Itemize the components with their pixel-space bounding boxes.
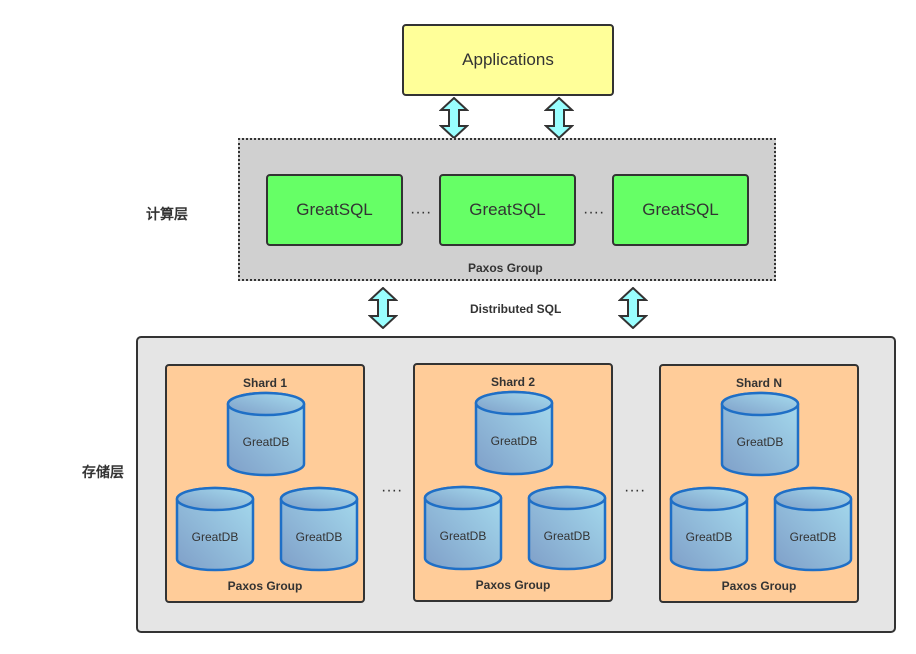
shard-title: Shard 2 (490, 375, 535, 389)
database-icon (669, 486, 749, 572)
greatsql-node-label: GreatSQL (296, 200, 373, 219)
shard: Shard 2 GreatDB GreatDB GreatDB Paxos Gr… (413, 363, 613, 602)
shard-paxos-group-label: Paxos Group (721, 579, 797, 593)
database-cylinder: GreatDB (773, 486, 853, 572)
compute-paxos-group-label: Paxos Group (468, 261, 543, 275)
database-cylinder: GreatDB (175, 486, 255, 572)
distributed-sql-label: Distributed SQL (470, 302, 562, 316)
applications-label: Applications (462, 50, 554, 69)
database-icon (527, 485, 607, 571)
database-label: GreatDB (736, 435, 784, 449)
compute-layer-label: 计算层 (146, 207, 188, 223)
database-cylinder: GreatDB (279, 486, 359, 572)
applications-box: Applications (402, 24, 614, 96)
greatsql-node-label: GreatSQL (642, 200, 719, 219)
database-icon (279, 486, 359, 572)
ellipsis: ···· (410, 204, 432, 221)
database-icon (175, 486, 255, 572)
database-cylinder: GreatDB (527, 485, 607, 571)
database-label: GreatDB (439, 529, 487, 543)
shard: Shard N GreatDB GreatDB GreatDB Paxos Gr… (659, 364, 859, 603)
database-label: GreatDB (490, 434, 538, 448)
database-label: GreatDB (295, 530, 343, 544)
shard: Shard 1 GreatDB GreatDB GreatDB Paxos Gr… (165, 364, 365, 603)
database-label: GreatDB (685, 530, 733, 544)
database-cylinder: GreatDB (423, 485, 503, 571)
database-label: GreatDB (543, 529, 591, 543)
double-arrow-icon (368, 287, 398, 329)
database-label: GreatDB (191, 530, 239, 544)
ellipsis: ···· (381, 482, 403, 499)
database-icon (773, 486, 853, 572)
storage-layer-label: 存储层 (82, 465, 124, 481)
database-icon (423, 485, 503, 571)
shard-paxos-group-label: Paxos Group (227, 579, 303, 593)
greatsql-node-label: GreatSQL (469, 200, 546, 219)
database-icon (474, 390, 554, 476)
greatsql-node: GreatSQL (612, 174, 749, 246)
database-icon (226, 391, 306, 477)
database-cylinder: GreatDB (226, 391, 306, 477)
shard-title: Shard 1 (242, 376, 287, 390)
double-arrow-icon (618, 287, 648, 329)
database-icon (720, 391, 800, 477)
database-label: GreatDB (789, 530, 837, 544)
database-cylinder: GreatDB (474, 390, 554, 476)
double-arrow-icon (544, 97, 574, 139)
greatsql-node: GreatSQL (439, 174, 576, 246)
shard-title: Shard N (735, 376, 782, 390)
double-arrow-icon (439, 97, 469, 139)
greatsql-node: GreatSQL (266, 174, 403, 246)
database-cylinder: GreatDB (720, 391, 800, 477)
ellipsis: ···· (583, 204, 605, 221)
ellipsis: ···· (624, 482, 646, 499)
shard-paxos-group-label: Paxos Group (475, 578, 551, 592)
database-cylinder: GreatDB (669, 486, 749, 572)
database-label: GreatDB (242, 435, 290, 449)
